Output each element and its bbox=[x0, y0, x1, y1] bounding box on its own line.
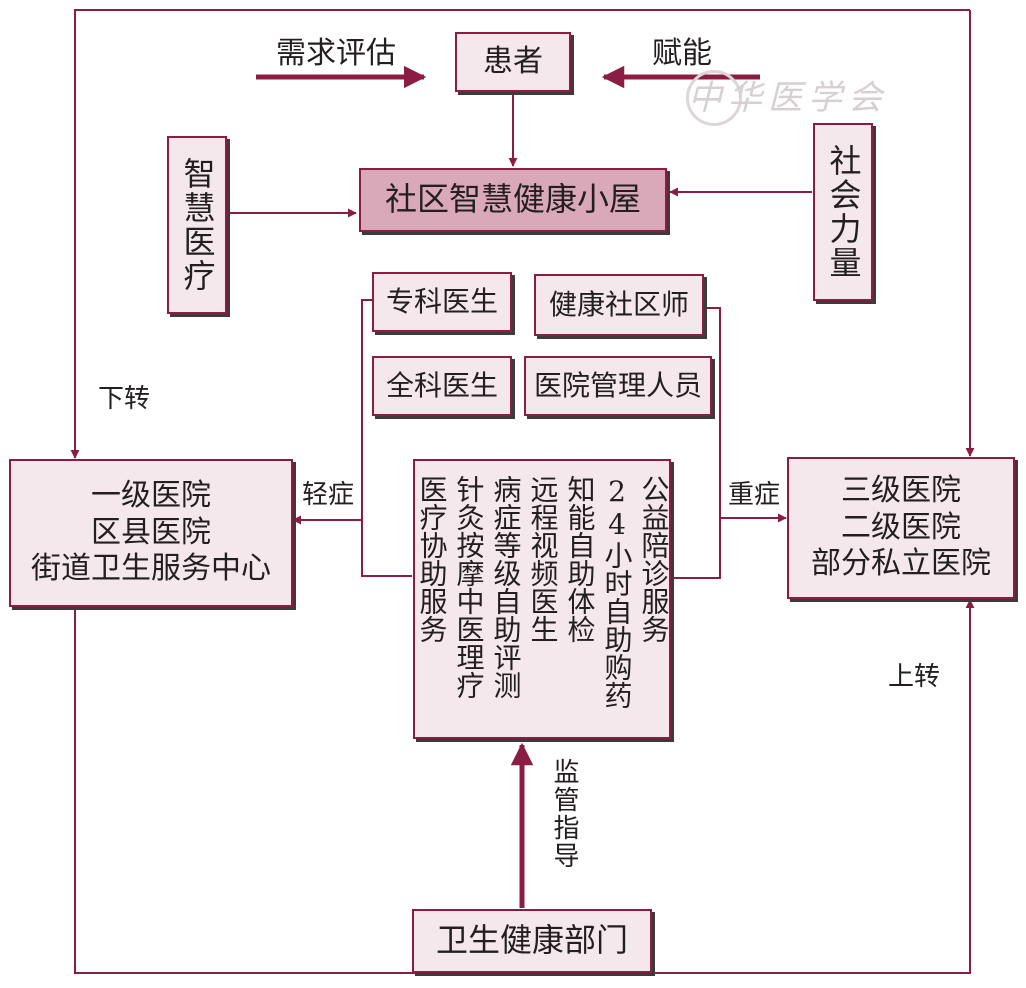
label-upward-referral: 上转 bbox=[888, 662, 941, 692]
primary-hospital-line-1: 一级医院 bbox=[91, 478, 211, 514]
label-severe: 重症 bbox=[728, 480, 781, 510]
services-box: 公益陪诊服务 24小时自助购药 知能自助体检 远程视频医生 病症等级自助评测 针… bbox=[413, 459, 671, 739]
patient-label: 患者 bbox=[483, 43, 543, 79]
service-item: 医疗协助服务 bbox=[415, 475, 449, 643]
specialist-box: 专科医生 bbox=[372, 272, 512, 332]
tertiary-hospital-line-2: 二级医院 bbox=[841, 509, 961, 545]
tertiary-hospital-line-1: 三级医院 bbox=[841, 473, 961, 509]
tertiary-hospital-line-3: 部分私立医院 bbox=[811, 546, 991, 582]
service-item: 24小时自助购药 bbox=[600, 475, 634, 709]
severe-bracket-line bbox=[672, 307, 721, 579]
hospital-manager-label: 医院管理人员 bbox=[533, 368, 702, 402]
social-forces-label: 社会力量 bbox=[824, 144, 863, 280]
primary-hospital-line-3: 街道卫生服务中心 bbox=[31, 551, 271, 587]
smart-hut-label: 社区智慧健康小屋 bbox=[384, 180, 641, 219]
label-empowerment: 赋能 bbox=[652, 36, 712, 71]
smart-hut-box: 社区智慧健康小屋 bbox=[359, 168, 667, 232]
downward-referral-line bbox=[70, 9, 970, 459]
social-forces-box: 社会力量 bbox=[813, 123, 873, 301]
health-social-worker-box: 健康社区师 bbox=[534, 274, 704, 336]
label-supervision: 监管指导 bbox=[549, 758, 579, 870]
hospital-manager-box: 医院管理人员 bbox=[524, 356, 712, 416]
health-department-box: 卫生健康部门 bbox=[412, 909, 652, 973]
watermark-seal-icon bbox=[686, 70, 742, 126]
label-mild: 轻症 bbox=[302, 480, 355, 510]
patient-box: 患者 bbox=[455, 32, 571, 92]
service-item: 远程视频医生 bbox=[526, 475, 560, 643]
service-item: 针灸按摩中医理疗 bbox=[452, 475, 486, 699]
service-item: 公益陪诊服务 bbox=[637, 475, 671, 643]
general-practitioner-box: 全科医生 bbox=[372, 356, 512, 416]
specialist-label: 专科医生 bbox=[385, 284, 498, 318]
service-item: 知能自助体检 bbox=[563, 475, 597, 643]
general-practitioner-label: 全科医生 bbox=[385, 368, 498, 402]
smart-medical-box: 智慧医疗 bbox=[167, 136, 227, 314]
upward-referral-line bbox=[74, 599, 975, 974]
primary-hospital-line-2: 区县医院 bbox=[91, 514, 211, 550]
primary-hospitals-box: 一级医院 区县医院 街道卫生服务中心 bbox=[9, 459, 293, 607]
mild-bracket-line bbox=[361, 299, 412, 577]
health-department-label: 卫生健康部门 bbox=[435, 921, 628, 960]
service-item: 病症等级自助评测 bbox=[489, 475, 523, 699]
services-list: 公益陪诊服务 24小时自助购药 知能自助体检 远程视频医生 病症等级自助评测 针… bbox=[416, 475, 671, 709]
tertiary-hospitals-box: 三级医院 二级医院 部分私立医院 bbox=[787, 457, 1015, 599]
label-needs-assessment: 需求评估 bbox=[276, 36, 396, 71]
health-social-worker-label: 健康社区师 bbox=[548, 287, 689, 321]
smart-medical-label: 智慧医疗 bbox=[178, 157, 217, 293]
watermark-text: 中华医学会 bbox=[688, 78, 888, 118]
label-downward-referral: 下转 bbox=[98, 384, 151, 414]
